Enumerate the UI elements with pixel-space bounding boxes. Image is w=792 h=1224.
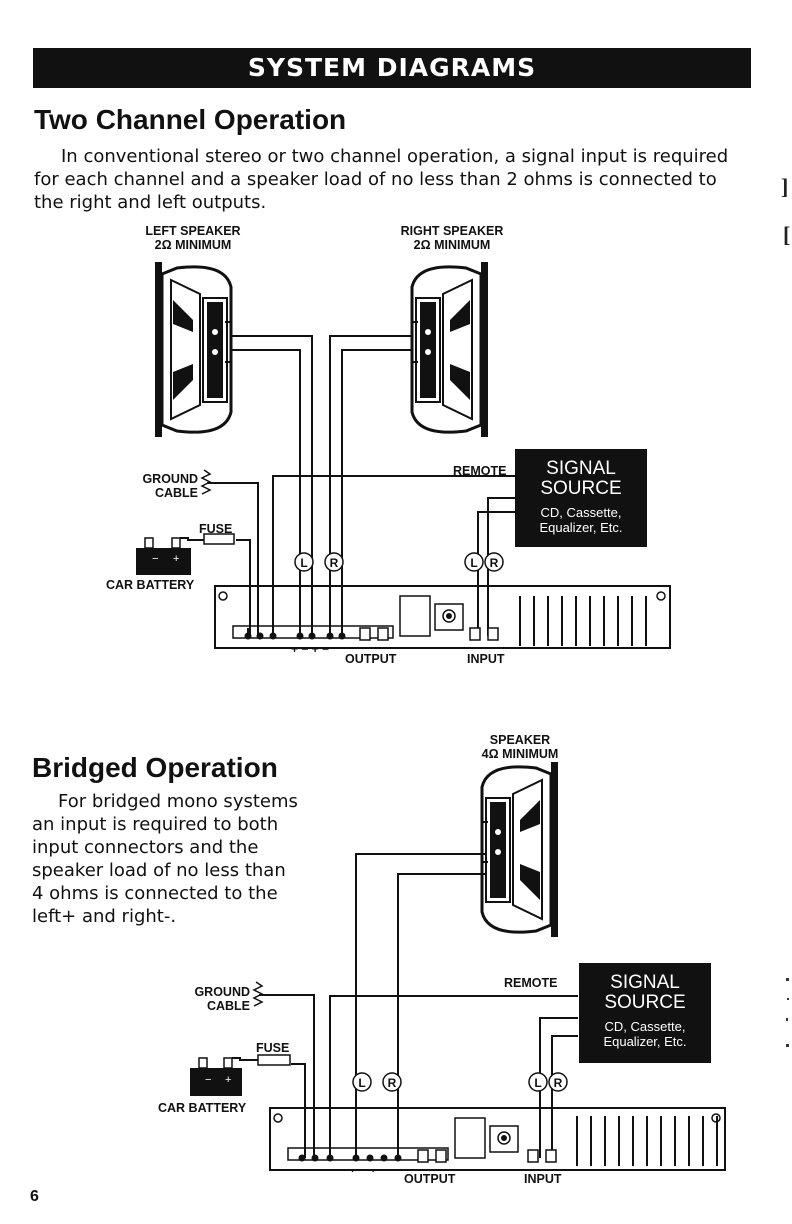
bridged-title: Bridged Operation (32, 752, 278, 783)
remote-label: REMOTE (453, 464, 507, 478)
margin-mark: ] (781, 174, 789, 199)
svg-text:L: L (358, 1076, 365, 1090)
speaker (480, 760, 560, 939)
left-speaker (153, 260, 233, 439)
signal-source-box: SIGNAL SOURCE CD, Cassette,Equalizer, Et… (579, 963, 711, 1063)
svg-text:L: L (470, 556, 477, 570)
amplifier (214, 585, 671, 649)
svg-text:R: R (388, 1076, 397, 1090)
svg-text:−: − (152, 553, 158, 565)
remote-label: REMOTE (504, 976, 558, 990)
car-battery-label: CAR BATTERY (106, 578, 195, 592)
section-banner: SYSTEM DIAGRAMS (33, 48, 751, 88)
svg-text:−: − (205, 1074, 211, 1086)
fuse-label: FUSE (256, 1041, 290, 1055)
two-channel-text: In conventional stereo or two channel op… (34, 146, 729, 213)
svg-text:R: R (330, 556, 339, 570)
svg-text:+: + (173, 553, 179, 565)
input-label: INPUT (467, 652, 505, 666)
amplifier (269, 1107, 726, 1171)
two-channel-title: Two Channel Operation (34, 104, 347, 135)
output-label: OUTPUT (345, 652, 397, 666)
car-battery: − + (136, 533, 235, 575)
margin-mark: [ (783, 222, 791, 247)
svg-text:R: R (554, 1076, 563, 1090)
svg-text:+: + (225, 1074, 231, 1086)
right-speaker (410, 260, 490, 439)
svg-text:R: R (490, 556, 499, 570)
input-label: INPUT (524, 1172, 562, 1186)
car-battery: − + (190, 1054, 291, 1096)
car-battery-label: CAR BATTERY (158, 1101, 247, 1115)
svg-text:L: L (300, 556, 307, 570)
svg-text:L: L (534, 1076, 541, 1090)
bridged-text: For bridged mono systems an input is req… (32, 791, 298, 927)
fuse-label: FUSE (199, 522, 233, 536)
page-number: 6 (30, 1188, 39, 1205)
output-label: OUTPUT (404, 1172, 456, 1186)
signal-source-box: SIGNAL SOURCE CD, Cassette,Equalizer, Et… (515, 449, 647, 547)
